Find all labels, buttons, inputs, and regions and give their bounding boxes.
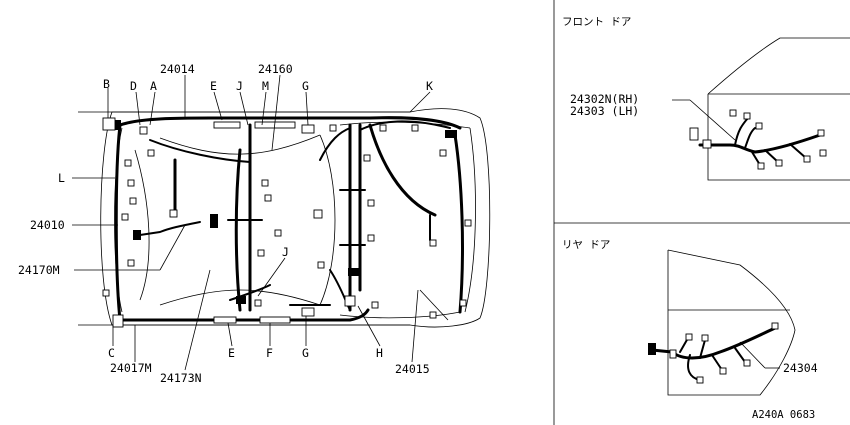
label-f: F (266, 346, 273, 360)
label-k: K (426, 79, 433, 93)
label-m: M (262, 79, 269, 93)
label-l: L (58, 171, 65, 185)
front-door-title: フロント ドア (562, 16, 631, 28)
vehicle-body-outline (78, 108, 491, 328)
label-h: H (376, 346, 383, 360)
panel-dividers (553, 0, 850, 425)
label-c: C (108, 346, 115, 360)
body-harness-wires (114, 116, 464, 322)
label-24160: 24160 (258, 62, 293, 76)
label-24010: 24010 (30, 218, 65, 232)
front-door-part-rh: 24302N(RH) (570, 92, 639, 106)
label-g-top: G (302, 79, 309, 93)
rear-door-title: リヤ ドア (562, 239, 610, 251)
main-part-labels: B D A 24014 E J M 24160 G K L 24010 2417… (18, 62, 433, 385)
leader-lines (72, 74, 431, 371)
rear-door-part: 24304 (783, 361, 818, 375)
label-24170m: 24170M (18, 263, 60, 277)
label-j-top: J (236, 79, 243, 93)
label-d: D (130, 79, 137, 93)
label-24014: 24014 (160, 62, 195, 76)
label-24015: 24015 (395, 362, 430, 376)
front-door-part-lh: 24303 (LH) (570, 104, 639, 118)
label-24017m: 24017M (110, 361, 152, 375)
label-b: B (103, 77, 110, 91)
label-24173n: 24173N (160, 371, 202, 385)
label-g-bot: G (302, 346, 309, 360)
label-a: A (150, 79, 157, 93)
front-door-panel: フロント ドア 24302N(RH) 24303 (LH) (562, 16, 850, 181)
rear-door-panel: リヤ ドア 24304 (562, 239, 818, 396)
label-j-mid: J (282, 245, 289, 259)
figure-code: A240A 0683 (752, 409, 815, 421)
label-e-bot: E (228, 346, 235, 360)
label-e-top: E (210, 79, 217, 93)
